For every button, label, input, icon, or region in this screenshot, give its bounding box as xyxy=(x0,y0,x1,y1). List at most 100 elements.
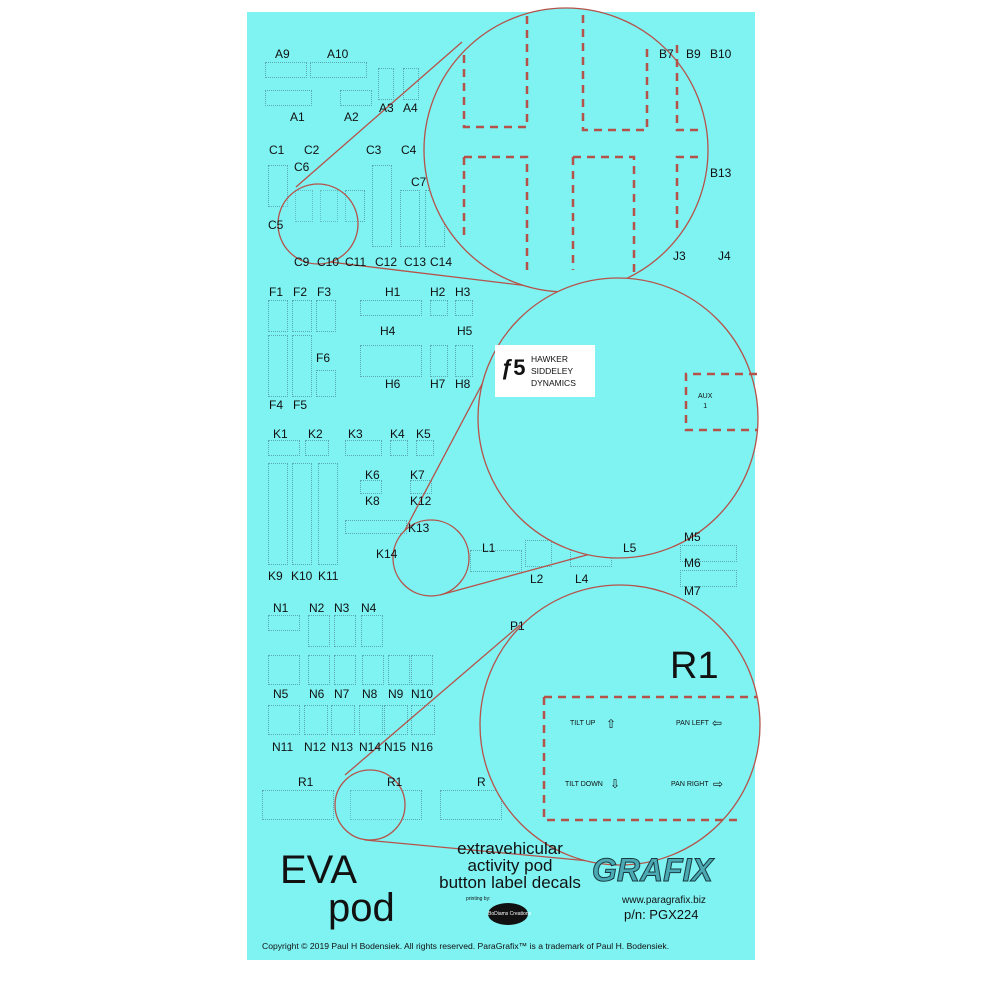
decal-outline xyxy=(440,790,502,820)
decal-outline xyxy=(378,68,394,100)
decal-outline xyxy=(430,345,448,377)
decal-outline xyxy=(410,480,432,494)
decal-id-label: A4 xyxy=(403,101,418,115)
decal-id-label: C13 xyxy=(404,255,427,269)
decal-id-label: K4 xyxy=(390,427,405,441)
copyright: Copyright © 2019 Paul H Bodensiek. All r… xyxy=(262,941,670,951)
decal-outline xyxy=(331,705,355,735)
decal-id-label: P1 xyxy=(510,619,525,633)
decal-outline xyxy=(345,440,382,456)
decal-id-label: C14 xyxy=(430,255,453,269)
decal-outline xyxy=(350,790,422,820)
decal-outline xyxy=(411,705,435,735)
decal-id-label: K7 xyxy=(410,468,425,482)
decal-id-label: A9 xyxy=(275,47,290,61)
decal-outline xyxy=(360,300,422,316)
decal-id-label: C11 xyxy=(345,255,367,269)
decal-id-label: C12 xyxy=(375,255,398,269)
decal-outline xyxy=(360,345,422,377)
decal-id-label: C10 xyxy=(317,255,340,269)
pod-title: pod xyxy=(328,886,395,930)
decal-id-label: B7 xyxy=(659,47,674,61)
decal-id-label: K3 xyxy=(348,427,363,441)
source-circle-r1 xyxy=(334,769,406,841)
decal-id-label: N12 xyxy=(304,740,327,754)
decal-outline xyxy=(268,705,300,735)
decal-outline xyxy=(268,440,300,456)
source-circle-c5 xyxy=(277,183,359,265)
decal-id-label: C5 xyxy=(268,218,284,232)
decal-outline xyxy=(292,463,312,565)
decal-id-label: H3 xyxy=(455,285,471,299)
subtitle-line-1: extravehicular xyxy=(457,839,563,858)
decal-id-label: N1 xyxy=(273,601,289,615)
decal-id-label: F5 xyxy=(293,398,308,412)
decal-outline xyxy=(334,615,356,647)
decal-id-label: C7 xyxy=(411,175,427,189)
printing-by-label: printing by: xyxy=(466,896,490,902)
decal-outline xyxy=(525,540,552,567)
decal-id-label: H4 xyxy=(380,324,396,338)
right-arrow-icon: ⇨ xyxy=(713,777,724,791)
decal-id-label: A1 xyxy=(290,110,305,124)
decal-id-label: K6 xyxy=(365,468,380,482)
decal-outline xyxy=(334,655,356,685)
decal-id-label: M6 xyxy=(684,556,701,570)
decal-id-label: C4 xyxy=(401,143,417,157)
decal-id-label: N16 xyxy=(411,740,434,754)
decal-outline xyxy=(388,655,410,685)
decal-outline xyxy=(430,300,448,316)
decal-outline xyxy=(310,62,367,78)
subtitle-line-2: activity pod xyxy=(467,856,553,875)
decal-id-label: R1 xyxy=(387,775,403,789)
up-arrow-icon: ⇧ xyxy=(606,717,617,731)
hsd-logo-decal: ƒ5 HAWKER SIDDELEY DYNAMICS xyxy=(495,345,595,397)
decal-outline xyxy=(268,300,288,332)
decal-outline xyxy=(372,165,392,247)
decal-id-label: B13 xyxy=(710,166,732,180)
decal-outline xyxy=(265,62,307,78)
magnified-circle-2 xyxy=(477,277,759,559)
decal-outline xyxy=(345,190,365,222)
decal-outline xyxy=(316,370,336,397)
decal-id-label: N7 xyxy=(334,687,350,701)
decal-id-label: N9 xyxy=(388,687,404,701)
down-arrow-icon: ⇩ xyxy=(610,777,621,791)
decal-id-label: N5 xyxy=(273,687,289,701)
decal-id-label: H2 xyxy=(430,285,446,299)
decal-id-label: H6 xyxy=(385,377,401,391)
decal-outline xyxy=(308,655,330,685)
decal-outline xyxy=(470,550,522,572)
decal-id-label: C3 xyxy=(366,143,382,157)
r1-detail-title: R1 xyxy=(670,645,719,687)
decal-id-label: N15 xyxy=(384,740,407,754)
decal-id-label: N8 xyxy=(362,687,378,701)
decal-outline xyxy=(455,345,473,377)
decal-id-label: L5 xyxy=(623,541,637,555)
decal-id-label: C9 xyxy=(294,255,310,269)
decal-id-label: A2 xyxy=(344,110,359,124)
decal-id-label: B10 xyxy=(710,47,732,61)
decal-id-label: C6 xyxy=(294,160,310,174)
source-circle-k13 xyxy=(392,519,470,597)
decal-id-label: K8 xyxy=(365,494,380,508)
decal-id-label: N6 xyxy=(309,687,325,701)
decal-id-label: H7 xyxy=(430,377,446,391)
decal-outline xyxy=(268,615,300,631)
decal-id-label: N2 xyxy=(309,601,325,615)
pan-right-label: PAN RIGHT xyxy=(671,781,709,788)
decal-outline xyxy=(400,190,420,247)
decal-outline xyxy=(262,790,334,820)
decal-id-label: K10 xyxy=(291,569,313,583)
decal-outline xyxy=(268,463,288,565)
decal-outline xyxy=(318,463,338,565)
decal-outline xyxy=(403,68,419,100)
decal-id-label: K11 xyxy=(318,569,339,583)
decal-id-label: H5 xyxy=(457,324,473,338)
decal-outline xyxy=(265,90,312,106)
decal-outline xyxy=(320,190,338,222)
decal-outline xyxy=(416,440,434,456)
website-url: www.paragrafix.biz xyxy=(622,895,706,906)
decal-id-label: N14 xyxy=(359,740,382,754)
sheet-subtitle: extravehicular activity pod button label… xyxy=(420,840,600,891)
